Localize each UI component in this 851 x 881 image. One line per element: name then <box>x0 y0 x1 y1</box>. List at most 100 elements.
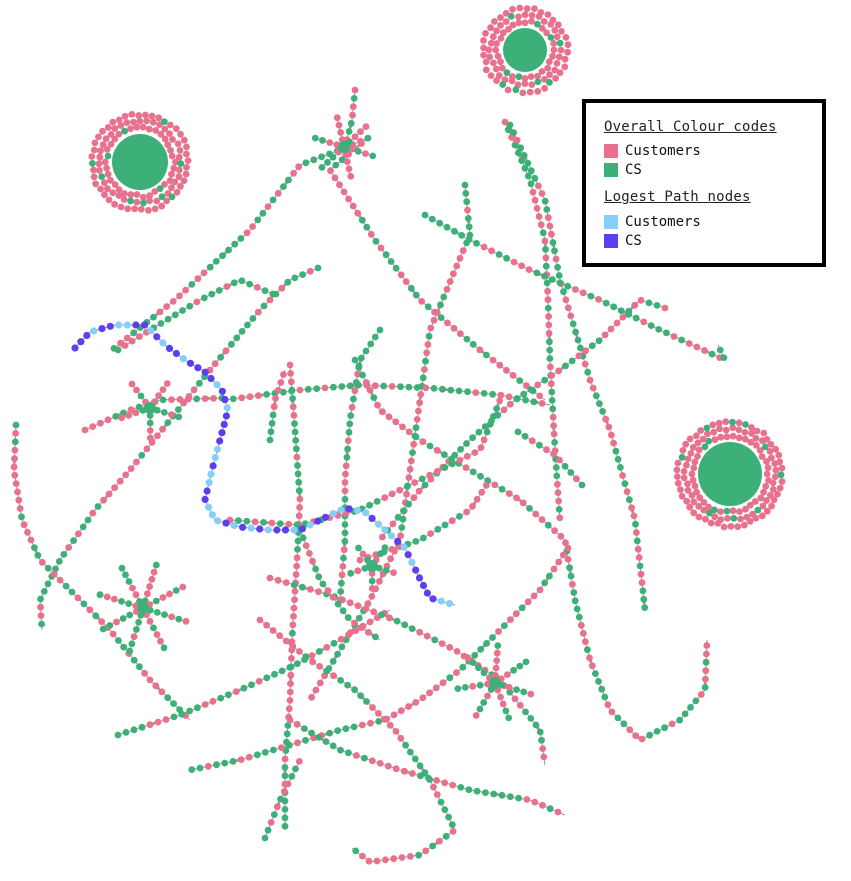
graph-node <box>536 728 544 736</box>
graph-node <box>554 263 561 271</box>
hub-spoke-node <box>104 185 111 193</box>
graph-node <box>477 645 485 653</box>
graph-node <box>111 484 118 491</box>
graph-node <box>520 688 528 696</box>
graph-node <box>720 354 728 361</box>
legend-label-customers: Customers <box>625 143 701 159</box>
graph-node <box>176 396 184 403</box>
hub-spoke-node <box>502 18 510 25</box>
longest-path-node <box>201 495 209 503</box>
graph-node <box>406 853 414 860</box>
graph-node <box>341 487 349 495</box>
graph-node <box>528 437 536 445</box>
graph-node <box>572 328 579 336</box>
graph-node <box>255 677 263 685</box>
graph-node <box>626 496 633 504</box>
hub-spoke-node <box>730 514 738 522</box>
hub-spoke-node <box>686 503 694 511</box>
graph-node <box>351 133 359 141</box>
graph-node <box>516 701 524 709</box>
hub-spoke-node <box>490 59 497 67</box>
graph-node <box>420 534 427 542</box>
graph-node <box>403 483 411 490</box>
graph-node <box>291 596 298 604</box>
hub-spoke-node <box>99 141 107 149</box>
graph-node <box>287 378 295 386</box>
graph-node <box>647 322 655 329</box>
hub-spoke-node <box>480 37 487 44</box>
longest-path-node <box>207 374 215 383</box>
hub-spoke-node <box>534 20 541 28</box>
longest-path-node <box>239 523 247 531</box>
graph-node <box>437 798 445 806</box>
graph-edge <box>13 424 191 721</box>
hub-spoke-node <box>759 502 767 510</box>
graph-node <box>369 704 376 711</box>
graph-node <box>122 471 130 479</box>
longest-path-node <box>201 368 209 376</box>
hub-spoke-node <box>746 517 754 525</box>
hub-spoke-node <box>493 27 500 35</box>
graph-node <box>634 545 642 553</box>
hub-spoke-node <box>763 470 771 478</box>
hub-spoke-node <box>694 439 702 447</box>
graph-node <box>580 630 587 637</box>
hub-spoke-node <box>121 112 129 120</box>
graph-node <box>367 340 375 348</box>
graph-node <box>229 395 237 403</box>
hub-spoke-node <box>487 24 494 32</box>
graph-node <box>518 604 526 612</box>
graph-node <box>362 347 370 355</box>
longest-path-node <box>220 420 228 428</box>
graph-node <box>481 423 489 430</box>
hub-spoke-node <box>704 430 711 438</box>
graph-node <box>653 728 661 735</box>
graph-node <box>295 758 303 765</box>
graph-node <box>194 275 202 282</box>
graph-node <box>334 650 341 658</box>
hub-spoke-node <box>504 86 512 94</box>
graph-node <box>422 847 430 855</box>
graph-node <box>355 614 363 622</box>
graph-node <box>339 607 347 615</box>
hub-spoke-node <box>109 118 117 126</box>
graph-node <box>433 777 440 784</box>
graph-node <box>38 620 45 628</box>
longest-path-node <box>222 412 230 420</box>
hub-spoke-node <box>550 40 558 47</box>
graph-node <box>345 749 352 757</box>
graph-node <box>463 452 471 460</box>
graph-node <box>426 689 433 697</box>
hub-spoke-node <box>689 476 697 484</box>
graph-node <box>37 595 44 603</box>
graph-node <box>633 529 640 536</box>
graph-node <box>520 390 528 398</box>
graph-node <box>18 513 25 521</box>
graph-node <box>554 808 562 816</box>
hub-node <box>137 602 149 614</box>
graph-node <box>388 490 396 498</box>
hub-spoke-node <box>521 80 529 87</box>
graph-node <box>476 346 484 354</box>
graph-node <box>342 725 350 733</box>
graph-node <box>407 748 414 756</box>
graph-node <box>295 163 303 171</box>
longest-path-node <box>345 505 353 513</box>
graph-node <box>313 385 321 392</box>
graph-node <box>531 174 539 182</box>
graph-node <box>274 576 282 584</box>
hub-spoke-node <box>766 448 774 455</box>
hub-spoke-node <box>772 445 780 453</box>
hub-spoke-node <box>714 520 722 527</box>
longest-path-node <box>209 462 217 470</box>
graph-node <box>685 340 693 347</box>
graph-node <box>392 765 400 773</box>
graph-node <box>118 414 125 422</box>
graph-node <box>152 682 160 690</box>
hub-spoke-node <box>526 88 534 96</box>
graph-node <box>614 455 622 463</box>
graph-node <box>16 505 24 512</box>
longest-path-node <box>165 344 174 352</box>
graph-node <box>505 490 513 497</box>
graph-node <box>412 538 420 545</box>
